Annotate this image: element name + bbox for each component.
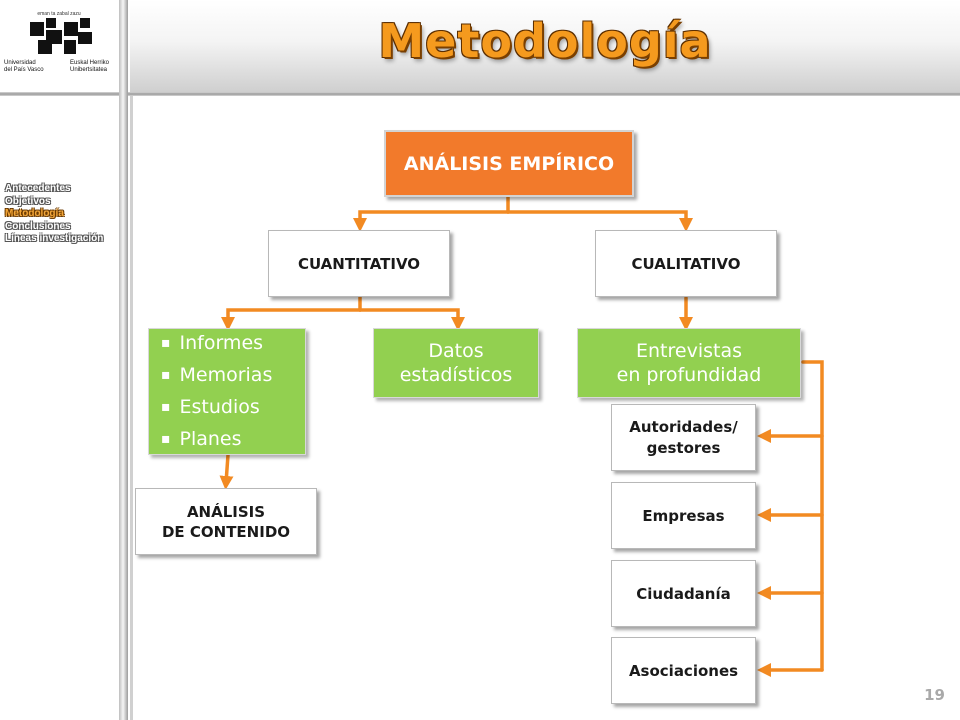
logo-name-basque: Euskal Herriko Unibertsitatea xyxy=(70,60,110,73)
university-logo: eman ta zabal zazu Universidad del País … xyxy=(0,0,118,92)
node-analisis-contenido: ANÁLISIS DE CONTENIDO xyxy=(135,488,317,555)
logo-mark-icon xyxy=(30,18,92,54)
node-entrevistas: Entrevistas en profundidad xyxy=(577,328,801,398)
node-ciudadania: Ciudadanía xyxy=(611,560,756,627)
nav-item-antecedentes[interactable]: Antecedentes xyxy=(5,183,71,194)
sources-list: Informes Memorias Estudios Planes xyxy=(161,328,273,456)
source-item: Memorias xyxy=(161,360,273,392)
source-item: Informes xyxy=(161,328,272,360)
logo-motto: eman ta zabal zazu xyxy=(37,11,81,17)
bracket-entrevistas xyxy=(801,360,824,672)
arrow-root-to-cualitativo xyxy=(506,210,693,232)
node-asociaciones: Asociaciones xyxy=(611,637,756,704)
logo-name-spanish: Universidad del País Vasco xyxy=(4,60,44,73)
node-analisis-empirico: ANÁLISIS EMPÍRICO xyxy=(384,130,634,197)
node-cualitativo: CUALITATIVO xyxy=(595,230,777,297)
source-item: Estudios xyxy=(161,392,272,424)
header-band xyxy=(130,0,960,92)
node-cuantitativo: CUANTITATIVO xyxy=(268,230,450,297)
nav-item-lineas-investigacion[interactable]: Líneas investigación xyxy=(5,233,104,244)
arrow-cuanti-to-datos xyxy=(358,308,465,331)
arrow-cuanti-to-sources xyxy=(221,308,362,331)
arrow-root-to-cuantitativo xyxy=(353,210,510,232)
slide-title: Metodología xyxy=(378,14,712,68)
node-datos-estadisticos: Datos estadísticos xyxy=(373,328,539,398)
page-number: 19 xyxy=(924,686,945,704)
node-empresas: Empresas xyxy=(611,482,756,549)
nav-item-conclusiones[interactable]: Conclusiones xyxy=(5,220,71,232)
left-vertical-rule xyxy=(130,96,133,720)
source-item: Planes xyxy=(161,424,272,456)
nav-item-metodologia[interactable]: Metodología xyxy=(5,208,64,219)
header-divider xyxy=(0,92,960,96)
left-vertical-bar xyxy=(119,0,128,720)
arrow-sources-to-analisis xyxy=(219,453,234,490)
node-autoridades-gestores: Autoridades/ gestores xyxy=(611,404,756,471)
nav-item-objetivos[interactable]: Objetivos xyxy=(5,195,51,207)
node-sources-list: Informes Memorias Estudios Planes xyxy=(148,328,306,455)
section-nav: Antecedentes Objetivos Metodología Concl… xyxy=(5,183,120,246)
